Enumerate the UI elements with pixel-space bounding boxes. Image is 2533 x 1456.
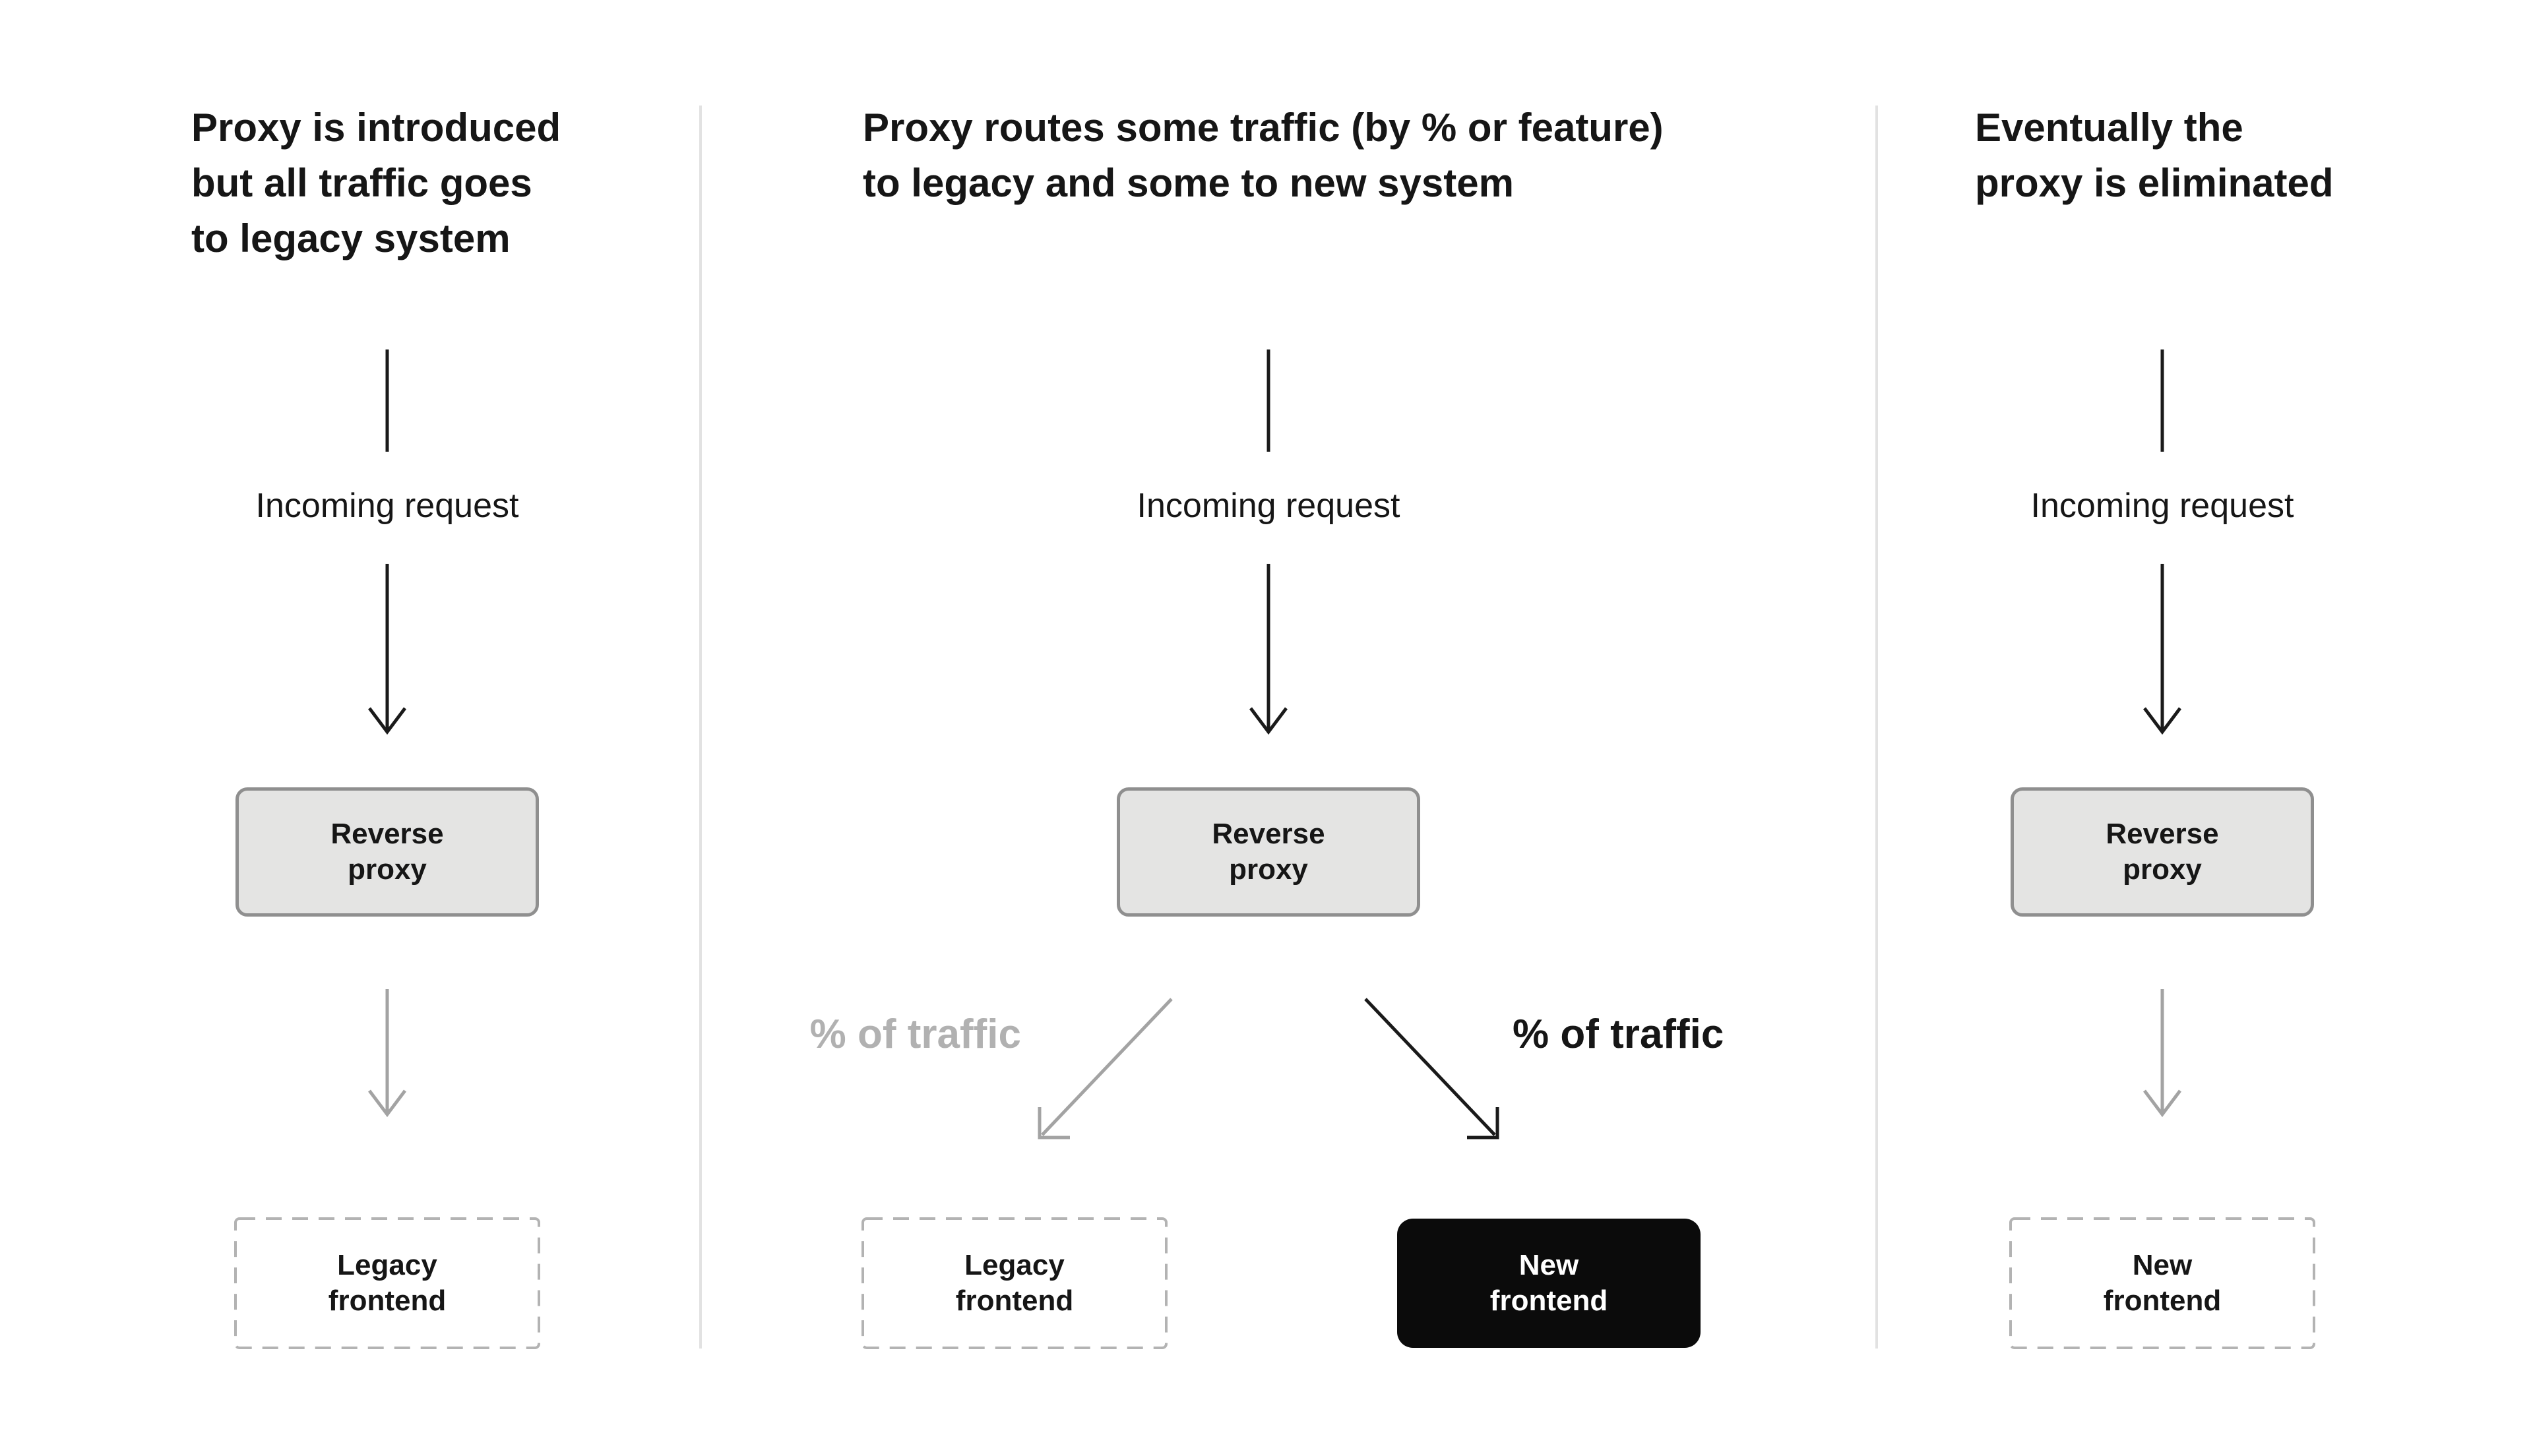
new-frontend-box-outline: [2009, 1217, 2315, 1349]
panel2-title: Proxy routes some traffic (by % or featu…: [863, 106, 1664, 205]
panel3-connectors: [2009, 349, 2315, 1349]
down-arrow-icon: [368, 564, 406, 735]
panel2-connectors: [861, 349, 1499, 1349]
new-frontend-box: New frontend: [2103, 1249, 2222, 1317]
incoming-request-label: Incoming request: [1137, 487, 1400, 525]
down-arrow-icon: [1249, 564, 1288, 735]
traffic-percent-label-left: % of traffic: [809, 1012, 1021, 1057]
legacy-frontend-box-outline: [234, 1217, 540, 1349]
new-frontend-box: New frontend: [1397, 1219, 1701, 1348]
legacy-frontend-box: Legacy frontend: [328, 1249, 447, 1317]
legacy-frontend-box: Legacy frontend: [955, 1249, 1074, 1317]
gray-down-arrow-icon: [368, 989, 406, 1118]
reverse-proxy-box: Reverse proxy: [235, 787, 539, 917]
diagonal-gray-arrow-icon: [1038, 998, 1173, 1139]
gray-down-arrow-icon: [2143, 989, 2181, 1118]
incoming-request-label: Incoming request: [255, 487, 519, 525]
reverse-proxy-box: Reverse proxy: [1117, 787, 1420, 917]
panel1-title: Proxy is introduced but all traffic goes…: [191, 106, 561, 260]
down-arrow-icon: [2143, 564, 2181, 735]
panel1-connectors: [234, 349, 540, 1349]
panel3-title: Eventually the proxy is eliminated: [1975, 106, 2334, 205]
reverse-proxy-box: Reverse proxy: [2011, 787, 2314, 917]
diagonal-black-arrow-icon: [1364, 998, 1499, 1139]
legacy-frontend-box-outline: [861, 1217, 1168, 1349]
incoming-request-label: Incoming request: [2030, 487, 2294, 525]
traffic-percent-label-right: % of traffic: [1513, 1012, 1724, 1057]
